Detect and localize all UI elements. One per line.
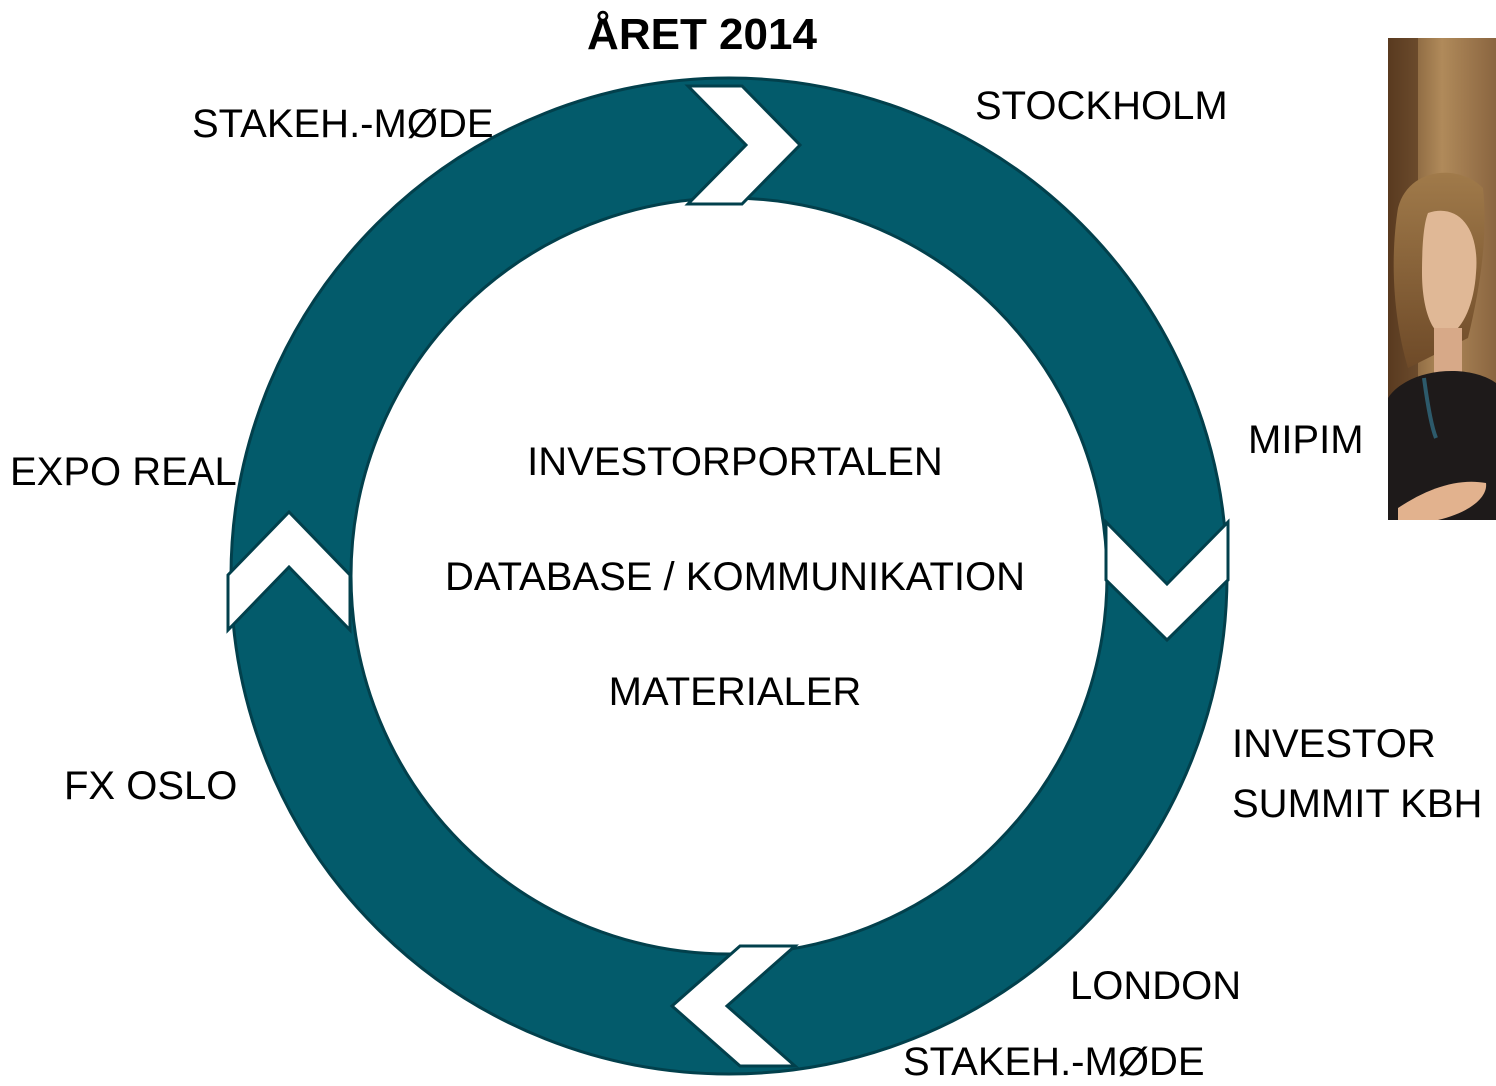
center-line-materialer: MATERIALER bbox=[608, 670, 862, 714]
event-label-fx-oslo: FX OSLO bbox=[64, 764, 238, 808]
event-label-stakeholder-meeting-bottom: STAKEH.-MØDE bbox=[903, 1040, 1205, 1084]
event-label-stockholm: STOCKHOLM bbox=[975, 84, 1228, 128]
center-line-database: DATABASE / KOMMUNIKATION bbox=[444, 555, 1026, 599]
center-line-investorportalen: INVESTORPORTALEN bbox=[527, 440, 943, 484]
diagram-title: ÅRET 2014 bbox=[587, 10, 817, 59]
event-label-summit-kbh: SUMMIT KBH bbox=[1232, 782, 1483, 826]
person-photo bbox=[1388, 38, 1496, 520]
chevron-left-icon bbox=[669, 944, 799, 1068]
event-label-london: LONDON bbox=[1070, 964, 1242, 1008]
event-label-mipim: MIPIM bbox=[1248, 418, 1364, 462]
chevron-right-icon bbox=[684, 84, 803, 206]
event-label-stakeholder-meeting-top: STAKEH.-MØDE bbox=[192, 102, 494, 146]
event-label-investor: INVESTOR bbox=[1232, 722, 1436, 766]
chevron-down-icon bbox=[1104, 518, 1230, 643]
chevron-up-icon bbox=[226, 509, 352, 634]
event-label-expo-real: EXPO REAL bbox=[10, 450, 237, 494]
